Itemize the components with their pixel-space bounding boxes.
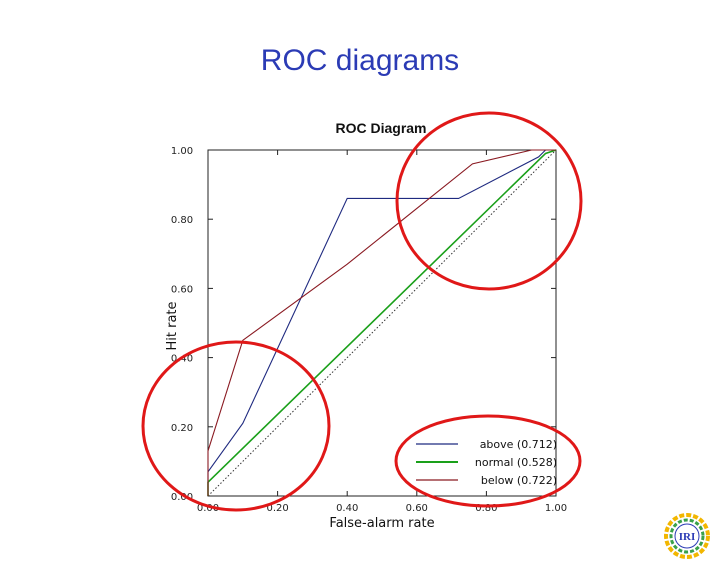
x-tick-label: 0.60 — [406, 503, 428, 514]
y-axis-label: Hit rate — [165, 301, 180, 350]
x-tick-label: 0.20 — [266, 503, 288, 514]
x-tick-label: 0.00 — [197, 503, 219, 514]
legend: above (0.712) normal (0.528) below (0.722) — [416, 438, 557, 487]
slide-title: ROC diagrams — [260, 44, 460, 77]
y-tick-label: 0.20 — [171, 423, 193, 434]
y-tick-label: 0.00 — [171, 492, 193, 503]
x-tick-label: 0.80 — [475, 503, 497, 514]
series-line-2 — [207, 149, 556, 496]
series-line-0 — [207, 149, 556, 496]
legend-entry: above (0.712) — [480, 438, 557, 451]
plot-frame — [207, 149, 557, 497]
legend-entry: below (0.722) — [481, 474, 557, 487]
x-tick-label: 0.40 — [336, 503, 358, 514]
svg-text:IRI: IRI — [679, 531, 696, 543]
legend-entry: normal (0.528) — [475, 456, 557, 469]
highlight-top-right — [395, 111, 583, 291]
y-tick-label: 0.80 — [171, 215, 193, 226]
highlight-circles — [141, 111, 583, 512]
iri-logo: IRI — [664, 513, 710, 559]
series-lines — [207, 149, 557, 497]
highlight-legend — [394, 414, 582, 508]
y-tick-label: 0.60 — [171, 284, 193, 295]
reference-diagonal — [207, 149, 557, 497]
highlight-bottom-left — [141, 340, 331, 512]
x-axis-label: False-alarm rate — [329, 516, 434, 531]
chart-title: ROC Diagram — [335, 120, 426, 136]
y-tick-label: 1.00 — [171, 146, 193, 157]
x-tick-label: 1.00 — [545, 503, 567, 514]
plot-area — [207, 149, 557, 497]
